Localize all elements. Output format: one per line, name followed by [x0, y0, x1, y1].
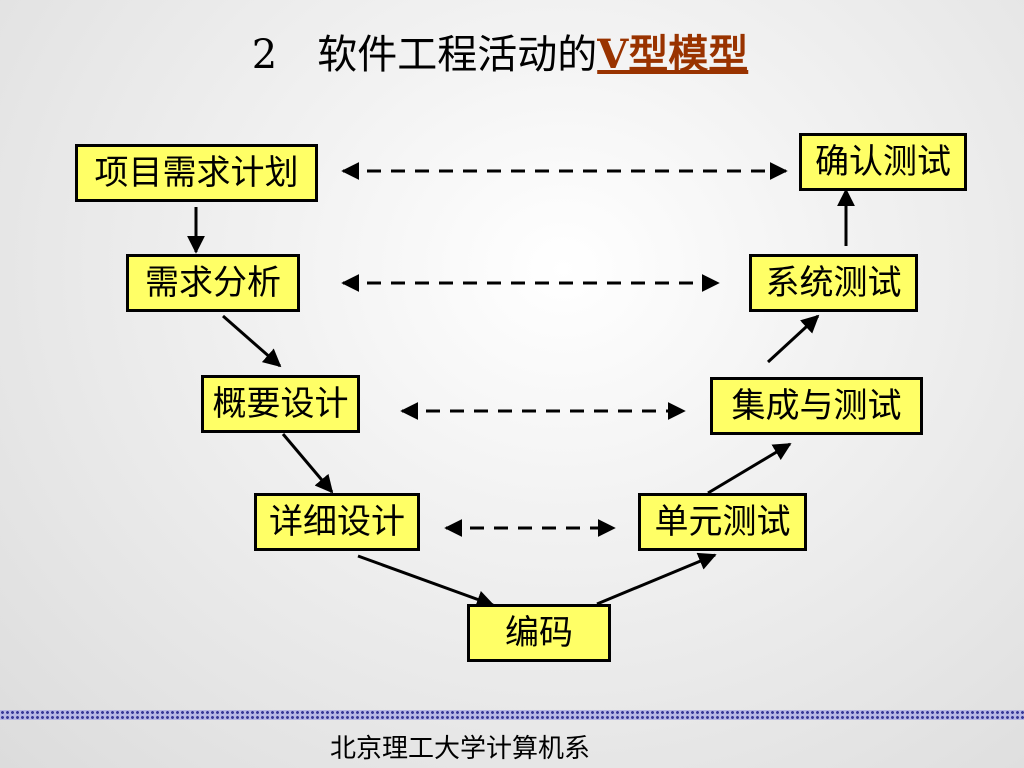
box-project-plan: 项目需求计划: [75, 144, 318, 202]
title-highlight: V型模型: [597, 31, 749, 78]
arrow-unit-to-integration: [707, 442, 792, 495]
footer-band: [0, 710, 1024, 720]
title-text: 软件工程活动的: [317, 32, 598, 78]
arrow-integration-to-system: [766, 314, 820, 364]
box-outline-design: 概要设计: [201, 375, 360, 433]
arrow-analysis-to-outline: [222, 314, 282, 368]
arrow-outline-to-detail: [281, 433, 334, 494]
footer-text: 北京理工大学计算机系: [329, 734, 590, 764]
arrow-detail-to-coding: [357, 554, 495, 608]
box-coding: 编码: [467, 604, 611, 662]
box-detail-design: 详细设计: [254, 493, 420, 551]
title-number: 2: [251, 32, 278, 78]
box-unit-test: 单元测试: [638, 493, 807, 551]
box-system-test: 系统测试: [749, 254, 918, 312]
box-requirements-analysis: 需求分析: [126, 254, 300, 312]
arrow-coding-to-unit: [596, 552, 717, 606]
box-acceptance-test: 确认测试: [799, 133, 967, 191]
box-integration-test: 集成与测试: [710, 377, 923, 435]
slide-title: 2 软件工程活动的V型模型: [0, 22, 1000, 80]
